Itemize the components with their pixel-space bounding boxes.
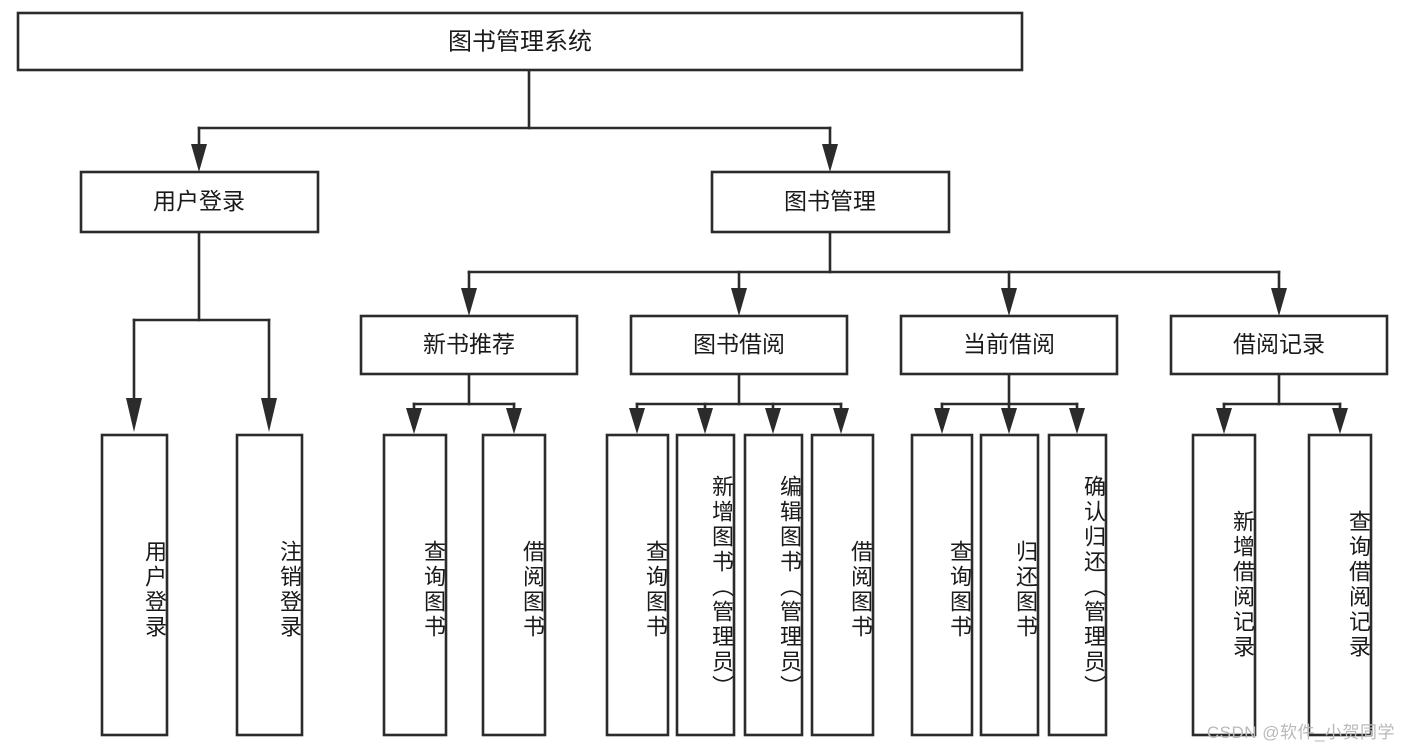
arrow-head-leaf-logout xyxy=(261,398,277,432)
node-book-borrow-label: 图书借阅 xyxy=(693,331,785,357)
node-leaf-logout-box[interactable] xyxy=(235,433,304,737)
arrow-head-borrow-record xyxy=(1271,288,1287,316)
arrow-head-leaf-user-login xyxy=(126,398,142,432)
node-borrow-record[interactable]: 借阅记录 xyxy=(1169,314,1389,376)
node-leaf-borrow-book-2-box[interactable] xyxy=(810,433,875,737)
node-book-borrow[interactable]: 图书借阅 xyxy=(629,314,849,376)
arrow-head-leaf-edit-book xyxy=(765,408,781,434)
node-user-login-box[interactable] xyxy=(79,170,320,234)
arrow-head-leaf-return-book xyxy=(1001,408,1017,434)
node-leaf-add-book-box[interactable] xyxy=(675,433,736,737)
node-book-manage-box[interactable] xyxy=(710,170,951,234)
node-leaf-confirm-return-box[interactable] xyxy=(1047,433,1108,737)
arrow-head-book-manage xyxy=(822,144,838,172)
csdn-watermark: CSDN @软件_小贺同学 xyxy=(1206,723,1395,742)
arrow-head-leaf-query-book-3 xyxy=(934,408,950,434)
node-book-borrow-box[interactable] xyxy=(629,314,849,376)
node-leaf-edit-book-box[interactable] xyxy=(743,433,804,737)
node-leaf-add-record-box[interactable] xyxy=(1191,433,1257,737)
node-current-borrow-label: 当前借阅 xyxy=(963,331,1055,357)
node-user-login-label: 用户登录 xyxy=(153,188,245,214)
node-current-borrow[interactable]: 当前借阅 xyxy=(899,314,1119,376)
node-book-manage-label: 图书管理 xyxy=(784,188,876,214)
node-leaf-query-book-3-box[interactable] xyxy=(910,433,974,737)
arrow-head-leaf-borrow-book-1 xyxy=(506,408,522,434)
connector-layer xyxy=(126,68,1348,434)
arrow-head-book-borrow xyxy=(731,288,747,316)
node-leaf-query-record-box[interactable] xyxy=(1307,433,1373,737)
arrow-head-new-book-rec xyxy=(461,288,477,316)
node-book-manage[interactable]: 图书管理 xyxy=(710,170,951,234)
node-leaf-borrow-book-1-box[interactable] xyxy=(481,433,547,737)
node-leaf-query-book-2-box[interactable] xyxy=(605,433,670,737)
arrow-head-leaf-borrow-book-2 xyxy=(833,408,849,434)
node-leaf-return-book-box[interactable] xyxy=(979,433,1040,737)
node-new-book-rec-label: 新书推荐 xyxy=(423,331,515,357)
node-root-box[interactable] xyxy=(16,11,1024,72)
arrow-head-leaf-add-book xyxy=(697,408,713,434)
arrow-head-leaf-add-record xyxy=(1216,408,1232,434)
node-new-book-rec-box[interactable] xyxy=(359,314,579,376)
node-leaf-user-login-box[interactable] xyxy=(100,433,169,737)
arrow-head-leaf-query-record xyxy=(1332,408,1348,434)
arrow-head-leaf-query-book-1 xyxy=(406,408,422,434)
node-user-login[interactable]: 用户登录 xyxy=(79,170,320,234)
arrow-head-current-borrow xyxy=(1001,288,1017,316)
node-current-borrow-box[interactable] xyxy=(899,314,1119,376)
node-borrow-record-box[interactable] xyxy=(1169,314,1389,376)
arrow-head-leaf-query-book-2 xyxy=(629,408,645,434)
arrow-head-user-login xyxy=(191,144,207,172)
node-new-book-rec[interactable]: 新书推荐 xyxy=(359,314,579,376)
node-leaf-query-book-1-box[interactable] xyxy=(382,433,448,737)
node-borrow-record-label: 借阅记录 xyxy=(1233,331,1325,357)
arrow-head-leaf-confirm-return xyxy=(1069,408,1085,434)
node-root[interactable]: 图书管理系统 xyxy=(16,11,1024,72)
node-root-label: 图书管理系统 xyxy=(448,28,592,55)
